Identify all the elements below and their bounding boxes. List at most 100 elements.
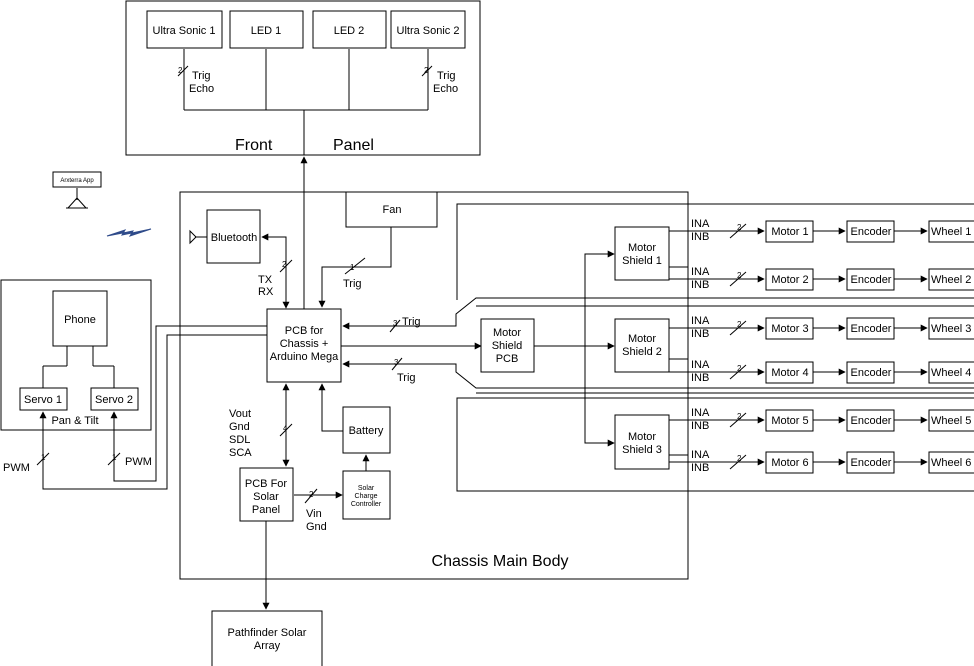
us2-count: 2 bbox=[424, 66, 429, 75]
motor-4-ina: INA bbox=[691, 359, 710, 371]
ms-pcb-line3: PCB bbox=[496, 353, 519, 365]
fan-trig: Trig bbox=[343, 278, 362, 290]
ultrasonic-1-box bbox=[146, 10, 223, 49]
us1-echo: Echo bbox=[189, 83, 214, 95]
pan-tilt-frame bbox=[0, 279, 152, 431]
fan-label: Fan bbox=[383, 204, 402, 216]
encoder-5-label: Encoder bbox=[851, 415, 892, 427]
motor-3-ina: INA bbox=[691, 315, 710, 327]
motor-3-inb: INB bbox=[691, 328, 709, 340]
shield-1-lower-feed bbox=[669, 266, 689, 279]
motor-6-slash bbox=[729, 454, 747, 470]
shield-1-line2: Shield 1 bbox=[622, 255, 662, 267]
shield-2-lower-feed bbox=[669, 358, 689, 372]
us2-echo: Echo bbox=[433, 83, 458, 95]
txrx-slash bbox=[279, 259, 293, 273]
pcb-chassis-line1: PCB for bbox=[285, 325, 324, 337]
wheel-4-label: Wheel 4 bbox=[931, 367, 971, 379]
power-bus-count: 4 bbox=[283, 424, 288, 433]
motor-1-inb: INB bbox=[691, 231, 709, 243]
ms-pcb-distribution bbox=[534, 250, 615, 447]
servo-2-label: Servo 2 bbox=[95, 394, 133, 406]
pan-tilt-title: Pan & Tilt bbox=[51, 415, 98, 427]
pcb-solar-line2: Solar bbox=[253, 491, 279, 503]
ms-pcb-line1: Motor bbox=[493, 327, 521, 339]
pwm-left-count: 1 bbox=[41, 453, 46, 462]
trig-bottom-label: Trig bbox=[397, 372, 416, 384]
motor-2-slash bbox=[729, 271, 747, 287]
pcb-chassis-box bbox=[266, 308, 342, 383]
fan-box bbox=[345, 191, 438, 228]
pcb-chassis-line3: Arduino Mega bbox=[270, 351, 339, 363]
motor-1-slash bbox=[729, 223, 747, 239]
front-panel-wiring bbox=[177, 49, 433, 155]
encoder-6-label: Encoder bbox=[851, 457, 892, 469]
encoder-3-label: Encoder bbox=[851, 323, 892, 335]
encoder-2-label: Encoder bbox=[851, 274, 892, 286]
shield-2-line1: Motor bbox=[628, 333, 656, 345]
wheel-3-label: Wheel 3 bbox=[931, 323, 971, 335]
shield-3-line1: Motor bbox=[628, 431, 656, 443]
battery-label: Battery bbox=[349, 425, 384, 437]
pan-tilt-wiring bbox=[42, 346, 115, 388]
us2-trig: Trig bbox=[437, 70, 456, 82]
pwm-left-label: PWM bbox=[3, 462, 30, 474]
txrx-rx: RX bbox=[258, 286, 274, 298]
bus-sca: SCA bbox=[229, 447, 252, 459]
us1-trig: Trig bbox=[192, 70, 211, 82]
motor-5-label: Motor 5 bbox=[771, 415, 808, 427]
wheel-3-box bbox=[928, 317, 974, 340]
phone-box bbox=[52, 290, 108, 347]
pwm-right-label: PWM bbox=[125, 456, 152, 468]
fan-slash bbox=[344, 257, 366, 275]
motor-6-count: 2 bbox=[737, 454, 742, 463]
solar-array-box bbox=[211, 610, 323, 666]
shield-2-line2: Shield 2 bbox=[622, 346, 662, 358]
motor-4-slash bbox=[729, 364, 747, 380]
motor-1-label: Motor 1 bbox=[771, 226, 808, 238]
encoder-1-label: Encoder bbox=[851, 226, 892, 238]
pcb-solar-line3: Panel bbox=[252, 504, 280, 516]
battery-wire bbox=[318, 383, 343, 432]
txrx-tx: TX bbox=[258, 274, 273, 286]
front-panel-frame bbox=[125, 0, 481, 156]
solar-array-line1: Pathfinder Solar bbox=[228, 627, 307, 639]
pcb-solar-line1: PCB For bbox=[245, 478, 288, 490]
motor-shield-3-box bbox=[614, 414, 670, 470]
bus-sdl: SDL bbox=[229, 434, 250, 446]
bluetooth-label: Bluetooth bbox=[211, 232, 257, 244]
pwm-right-count: 1 bbox=[112, 453, 117, 462]
solar-count: 2 bbox=[309, 490, 314, 499]
led-1-box bbox=[229, 10, 304, 49]
trig-bottom-count: 3 bbox=[394, 358, 399, 367]
ultrasonic-2-label: Ultra Sonic 2 bbox=[397, 25, 460, 37]
shield-1-line1: Motor bbox=[628, 242, 656, 254]
motor-4-count: 2 bbox=[737, 364, 742, 373]
charge-line2: Charge bbox=[355, 493, 378, 500]
pcb-chassis-line2: Chassis + bbox=[280, 338, 329, 350]
trig-top-label: Trig bbox=[402, 316, 421, 328]
motor-shield-pcb-box bbox=[480, 318, 535, 373]
servo-1-label: Servo 1 bbox=[24, 394, 62, 406]
arxterra-app-label: Arxterra App bbox=[60, 178, 94, 184]
wheel-4-box bbox=[928, 361, 974, 384]
wheel-5-box bbox=[928, 409, 974, 432]
chassis-title: Chassis Main Body bbox=[432, 553, 569, 570]
solar-slash bbox=[304, 488, 318, 504]
trig-top-count: 3 bbox=[393, 319, 398, 328]
solar-array-line2: Array bbox=[254, 640, 281, 652]
ultrasonic-1-label: Ultra Sonic 1 bbox=[153, 25, 216, 37]
pcb-solar-box bbox=[239, 467, 294, 522]
wheel-6-label: Wheel 6 bbox=[931, 457, 971, 469]
led-2-label: LED 2 bbox=[334, 25, 365, 37]
encoder-4-label: Encoder bbox=[851, 367, 892, 379]
solar-vin: Vin bbox=[306, 508, 322, 520]
charge-line3: Controller bbox=[351, 501, 382, 508]
led-2-box bbox=[312, 10, 387, 49]
motor-4-inb: INB bbox=[691, 372, 709, 384]
motor-4-label: Motor 4 bbox=[771, 367, 808, 379]
motor-2-inb: INB bbox=[691, 279, 709, 291]
phone-label: Phone bbox=[64, 314, 96, 326]
motor-6-label: Motor 6 bbox=[771, 457, 808, 469]
motor-3-label: Motor 3 bbox=[771, 323, 808, 335]
